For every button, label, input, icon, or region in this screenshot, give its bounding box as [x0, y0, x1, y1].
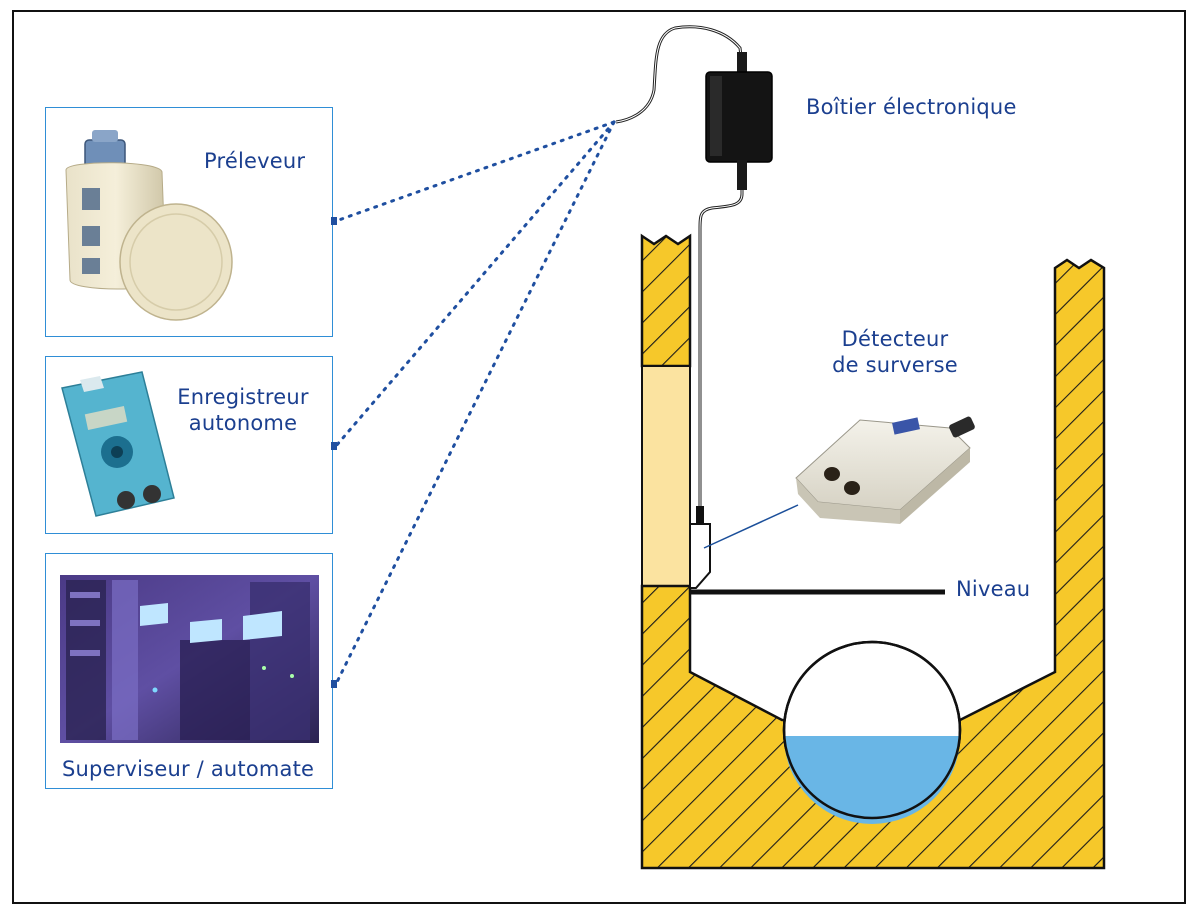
pipe [782, 640, 962, 824]
data-logger-icon [61, 371, 175, 517]
detecteur-label-line1: Détecteur [841, 327, 949, 351]
detecteur-label: Détecteur de surverse [810, 326, 980, 378]
link-superviseur [334, 120, 616, 686]
preleveur-label: Préleveur [204, 149, 306, 173]
sensor-pointer-line [703, 504, 799, 549]
dotted-links [334, 120, 616, 686]
link-preleveur [334, 120, 616, 223]
sampler-device-icon [65, 130, 233, 321]
superviseur-label: Superviseur / automate [62, 757, 315, 781]
overflow-sensor-icon [795, 416, 975, 524]
cable-down [698, 162, 744, 512]
boitier-label: Boîtier électronique [806, 95, 1017, 119]
electronic-box-icon [705, 52, 773, 190]
enregistreur-label-line1: Enregistreur [177, 385, 309, 409]
enregistreur-label-line2: autonome [188, 411, 298, 435]
server-room-icon [60, 575, 319, 743]
link-enregistreur [334, 120, 616, 448]
niveau-label: Niveau [956, 577, 1031, 601]
enregistreur-label: Enregistreur autonome [168, 384, 318, 436]
channel-sensor [689, 504, 799, 589]
detecteur-label-line2: de surverse [832, 353, 958, 377]
diagram-frame [12, 10, 1186, 904]
water-fill [784, 736, 960, 824]
cable-top-highlight [615, 26, 743, 123]
channel-structure [640, 233, 1106, 870]
